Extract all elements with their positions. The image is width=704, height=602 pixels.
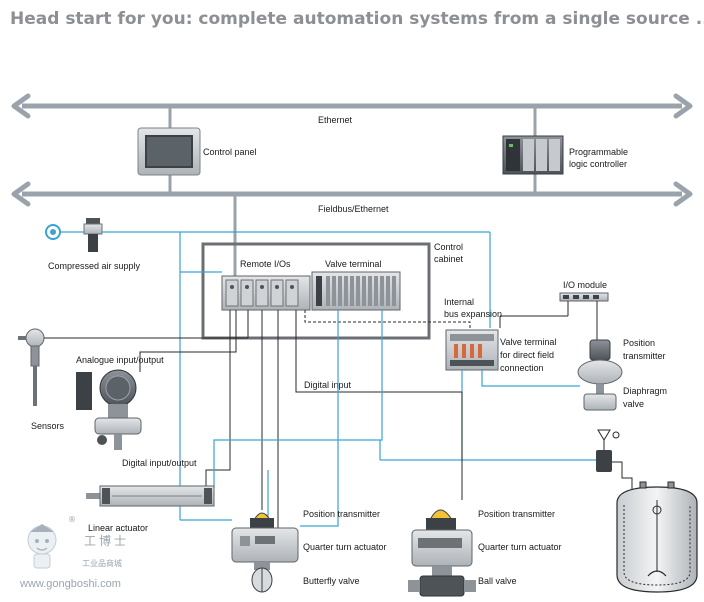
- ethernet-bus: [11, 93, 693, 119]
- analogue-io-label: Analogue input/output: [76, 355, 164, 365]
- butterfly-pt-label: Position transmitter: [303, 509, 380, 519]
- ethernet-label: Ethernet: [318, 115, 353, 125]
- control-cabinet-box: [201, 242, 431, 340]
- ball-pt-label: Position transmitter: [478, 509, 555, 519]
- digital-io-label: Digital input/output: [122, 458, 197, 468]
- butterfly-qta-label: Quarter turn actuator: [303, 542, 387, 552]
- watermark-registered: ®: [68, 515, 76, 524]
- linear-actuator-label: Linear actuator: [88, 523, 148, 533]
- ball-valve-label: Ball valve: [478, 576, 517, 586]
- butterfly-valve-assembly: [231, 512, 299, 593]
- diaphragm-label-line1: Diaphragm: [623, 386, 667, 396]
- plc-label-line1: Programmable: [569, 147, 628, 157]
- butterfly-valve-label: Butterfly valve: [303, 576, 360, 586]
- sensors-label: Sensors: [31, 421, 65, 431]
- plc-device: [502, 135, 564, 175]
- diaphragm-pt-label-line1: Position: [623, 338, 655, 348]
- compressed-air-supply-device: [45, 218, 103, 252]
- field-vt-label-line1: Valve terminal: [500, 337, 556, 347]
- internal-bus-line: [304, 310, 471, 330]
- process-tank: [596, 429, 698, 593]
- control-panel-label: Control panel: [203, 147, 257, 157]
- field-valve-terminal-device: [445, 329, 499, 371]
- diaphragm-valve-device: [577, 339, 623, 411]
- digital-input-label: Digital input: [304, 380, 352, 390]
- field-vt-label-line3: connection: [500, 363, 544, 373]
- watermark-sub: 工业品商城: [82, 558, 122, 568]
- watermark-brand: 工博士: [84, 533, 129, 548]
- page-title: Head start for you: complete automation …: [10, 9, 704, 29]
- sensor-device: [18, 328, 45, 406]
- io-module-device: [559, 292, 609, 302]
- control-cabinet-label-line1: Control: [434, 242, 463, 252]
- remote-io-module: [221, 275, 311, 311]
- fieldbus-bus: [11, 181, 693, 207]
- watermark-url: www.gongboshi.com: [19, 578, 121, 590]
- watermark-logo: [27, 524, 57, 569]
- internal-bus-label-line1: Internal: [444, 297, 474, 307]
- compressed-air-label: Compressed air supply: [48, 261, 141, 271]
- diaphragm-pt-label-line2: transmitter: [623, 351, 666, 361]
- flowmeter-device: [76, 369, 142, 450]
- ball-qta-label: Quarter turn actuator: [478, 542, 562, 552]
- internal-bus-label-line2: bus expansion: [444, 309, 502, 319]
- diaphragm-label-line2: valve: [623, 399, 644, 409]
- plc-label-line2: logic controller: [569, 159, 627, 169]
- valve-terminal-device: [311, 271, 401, 311]
- field-vt-label-line2: for direct field: [500, 350, 554, 360]
- valve-terminal-label: Valve terminal: [325, 259, 381, 269]
- fieldbus-label: Fieldbus/Ethernet: [318, 204, 389, 214]
- remote-ios-label: Remote I/Os: [240, 259, 291, 269]
- control-panel-device: [137, 127, 201, 176]
- control-cabinet-label-line2: cabinet: [434, 254, 464, 264]
- io-module-label: I/O module: [563, 280, 607, 290]
- ball-valve-assembly: [408, 509, 476, 597]
- linear-actuator-device: [86, 485, 215, 507]
